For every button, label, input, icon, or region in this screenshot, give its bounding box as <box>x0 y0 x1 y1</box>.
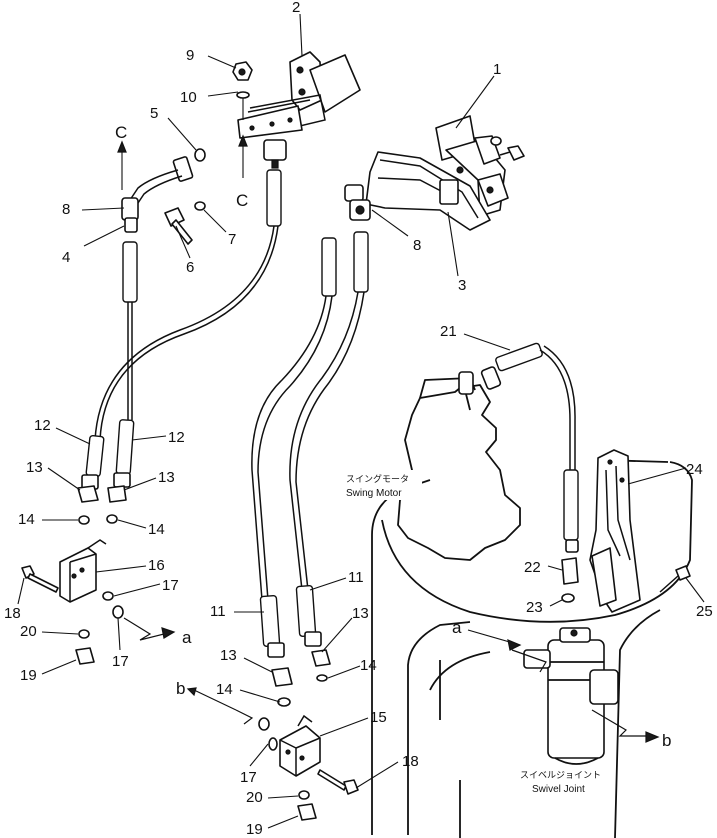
fittings-part-13-left <box>77 485 127 503</box>
orings-part-14-center <box>277 674 328 707</box>
view-label-a-right: a <box>452 618 462 637</box>
view-marker-c-left: C <box>115 123 127 190</box>
callout-10: 10 <box>180 89 197 106</box>
orings-part-17-left <box>102 591 124 619</box>
callout-18-center: 18 <box>402 753 419 770</box>
oring-part-20-center <box>298 790 310 800</box>
swing-motor-caption-jp: スイングモータ <box>346 473 409 485</box>
callout-6: 6 <box>186 259 194 276</box>
valve-part-16 <box>59 539 107 603</box>
bracket-part-24 <box>589 449 641 613</box>
view-marker-a-right: a <box>452 618 547 673</box>
callout-14-d: 14 <box>360 657 377 674</box>
callout-14-a: 14 <box>18 511 35 528</box>
callout-11-right: 11 <box>348 569 364 586</box>
caption-swing-motor: スイングモータ Swing Motor <box>338 470 422 500</box>
callout-5: 5 <box>150 105 158 122</box>
fitting-part-22 <box>561 557 579 585</box>
callout-4: 4 <box>62 249 70 266</box>
bracket-part-1 <box>435 115 509 217</box>
callout-12-right: 12 <box>168 429 185 446</box>
callout-25: 25 <box>696 603 713 620</box>
view-marker-b-left: b <box>176 679 254 725</box>
hose-left-vertical <box>122 241 138 420</box>
washer-part-7 <box>194 201 206 211</box>
callout-17-c: 17 <box>240 769 257 786</box>
nut-part-9 <box>232 61 253 81</box>
view-marker-c-center: C <box>236 134 248 210</box>
oring-part-20-left <box>78 629 90 639</box>
swivel-joint <box>523 627 619 765</box>
bolt-and-washer-part-1 <box>490 136 525 161</box>
callout-21: 21 <box>440 323 457 340</box>
view-label-c-left: C <box>115 123 127 142</box>
caption-swivel-joint: スイベルジョイント Swivel Joint <box>516 766 608 796</box>
view-label-a-left: a <box>182 628 192 647</box>
valve-part-15 <box>279 714 321 777</box>
view-marker-b-right: b <box>591 709 671 750</box>
fittings-part-13-center <box>271 649 331 687</box>
callout-numbers: 2 1 9 10 5 8 7 4 6 8 3 21 12 12 13 13 14… <box>4 0 713 838</box>
hoses-part-11 <box>251 231 369 658</box>
view-marker-a-left: a <box>123 617 192 647</box>
callout-19-left: 19 <box>20 667 37 684</box>
callout-13-d: 13 <box>352 605 369 622</box>
bolt-part-25 <box>659 565 691 593</box>
callout-23: 23 <box>526 599 543 616</box>
callout-15: 15 <box>370 709 387 726</box>
swivel-joint-caption-en: Swivel Joint <box>532 784 585 795</box>
swing-motor-caption-en: Swing Motor <box>346 488 402 499</box>
callout-8-left: 8 <box>62 201 70 218</box>
callout-24: 24 <box>686 461 703 478</box>
callout-8-right: 8 <box>413 237 421 254</box>
plug-part-19-left <box>75 647 95 665</box>
bracket-part-2 <box>237 51 361 139</box>
hose-part-21 <box>480 342 579 553</box>
oring-part-23 <box>561 593 575 603</box>
bolt-part-18-center <box>317 769 359 795</box>
callout-2: 2 <box>292 0 300 16</box>
bolt-part-6 <box>164 207 193 245</box>
callout-leaders <box>17 13 705 829</box>
elbow-part-5 <box>194 148 206 162</box>
callout-19-center: 19 <box>246 821 263 838</box>
view-label-b-left: b <box>176 679 185 698</box>
view-label-b-right: b <box>662 731 671 750</box>
hose-left-upper-to-12 <box>94 169 282 441</box>
callout-9: 9 <box>186 47 194 64</box>
callout-13-a: 13 <box>26 459 43 476</box>
washer-part-10 <box>236 91 250 120</box>
callout-17-a: 17 <box>162 577 179 594</box>
callout-18-left: 18 <box>4 605 21 622</box>
callout-3: 3 <box>458 277 466 294</box>
swing-motor <box>397 371 521 561</box>
cable-part-3 <box>365 151 491 231</box>
callout-22: 22 <box>524 559 541 576</box>
callout-14-b: 14 <box>148 521 165 538</box>
callout-14-c: 14 <box>216 681 233 698</box>
orings-part-17-center <box>258 717 278 751</box>
callout-13-b: 13 <box>158 469 175 486</box>
callout-1: 1 <box>493 61 501 78</box>
callout-12-left: 12 <box>34 417 51 434</box>
callout-17-b: 17 <box>112 653 129 670</box>
callout-20-center: 20 <box>246 789 263 806</box>
fitting-part-8-right <box>344 184 371 221</box>
bolt-part-18-left <box>21 565 59 593</box>
callout-20-left: 20 <box>20 623 37 640</box>
swivel-joint-caption-jp: スイベルジョイント <box>520 771 601 781</box>
callout-11-left: 11 <box>210 603 226 620</box>
manifold-fitting <box>263 139 287 169</box>
callout-13-c: 13 <box>220 647 237 664</box>
callout-7: 7 <box>228 231 236 248</box>
callout-16: 16 <box>148 557 165 574</box>
orings-part-14-left <box>78 514 118 525</box>
plug-part-19-center <box>297 803 317 821</box>
view-label-c-center: C <box>236 191 248 210</box>
tube-part-4 <box>121 156 194 233</box>
hose-parts-12 <box>81 419 135 490</box>
